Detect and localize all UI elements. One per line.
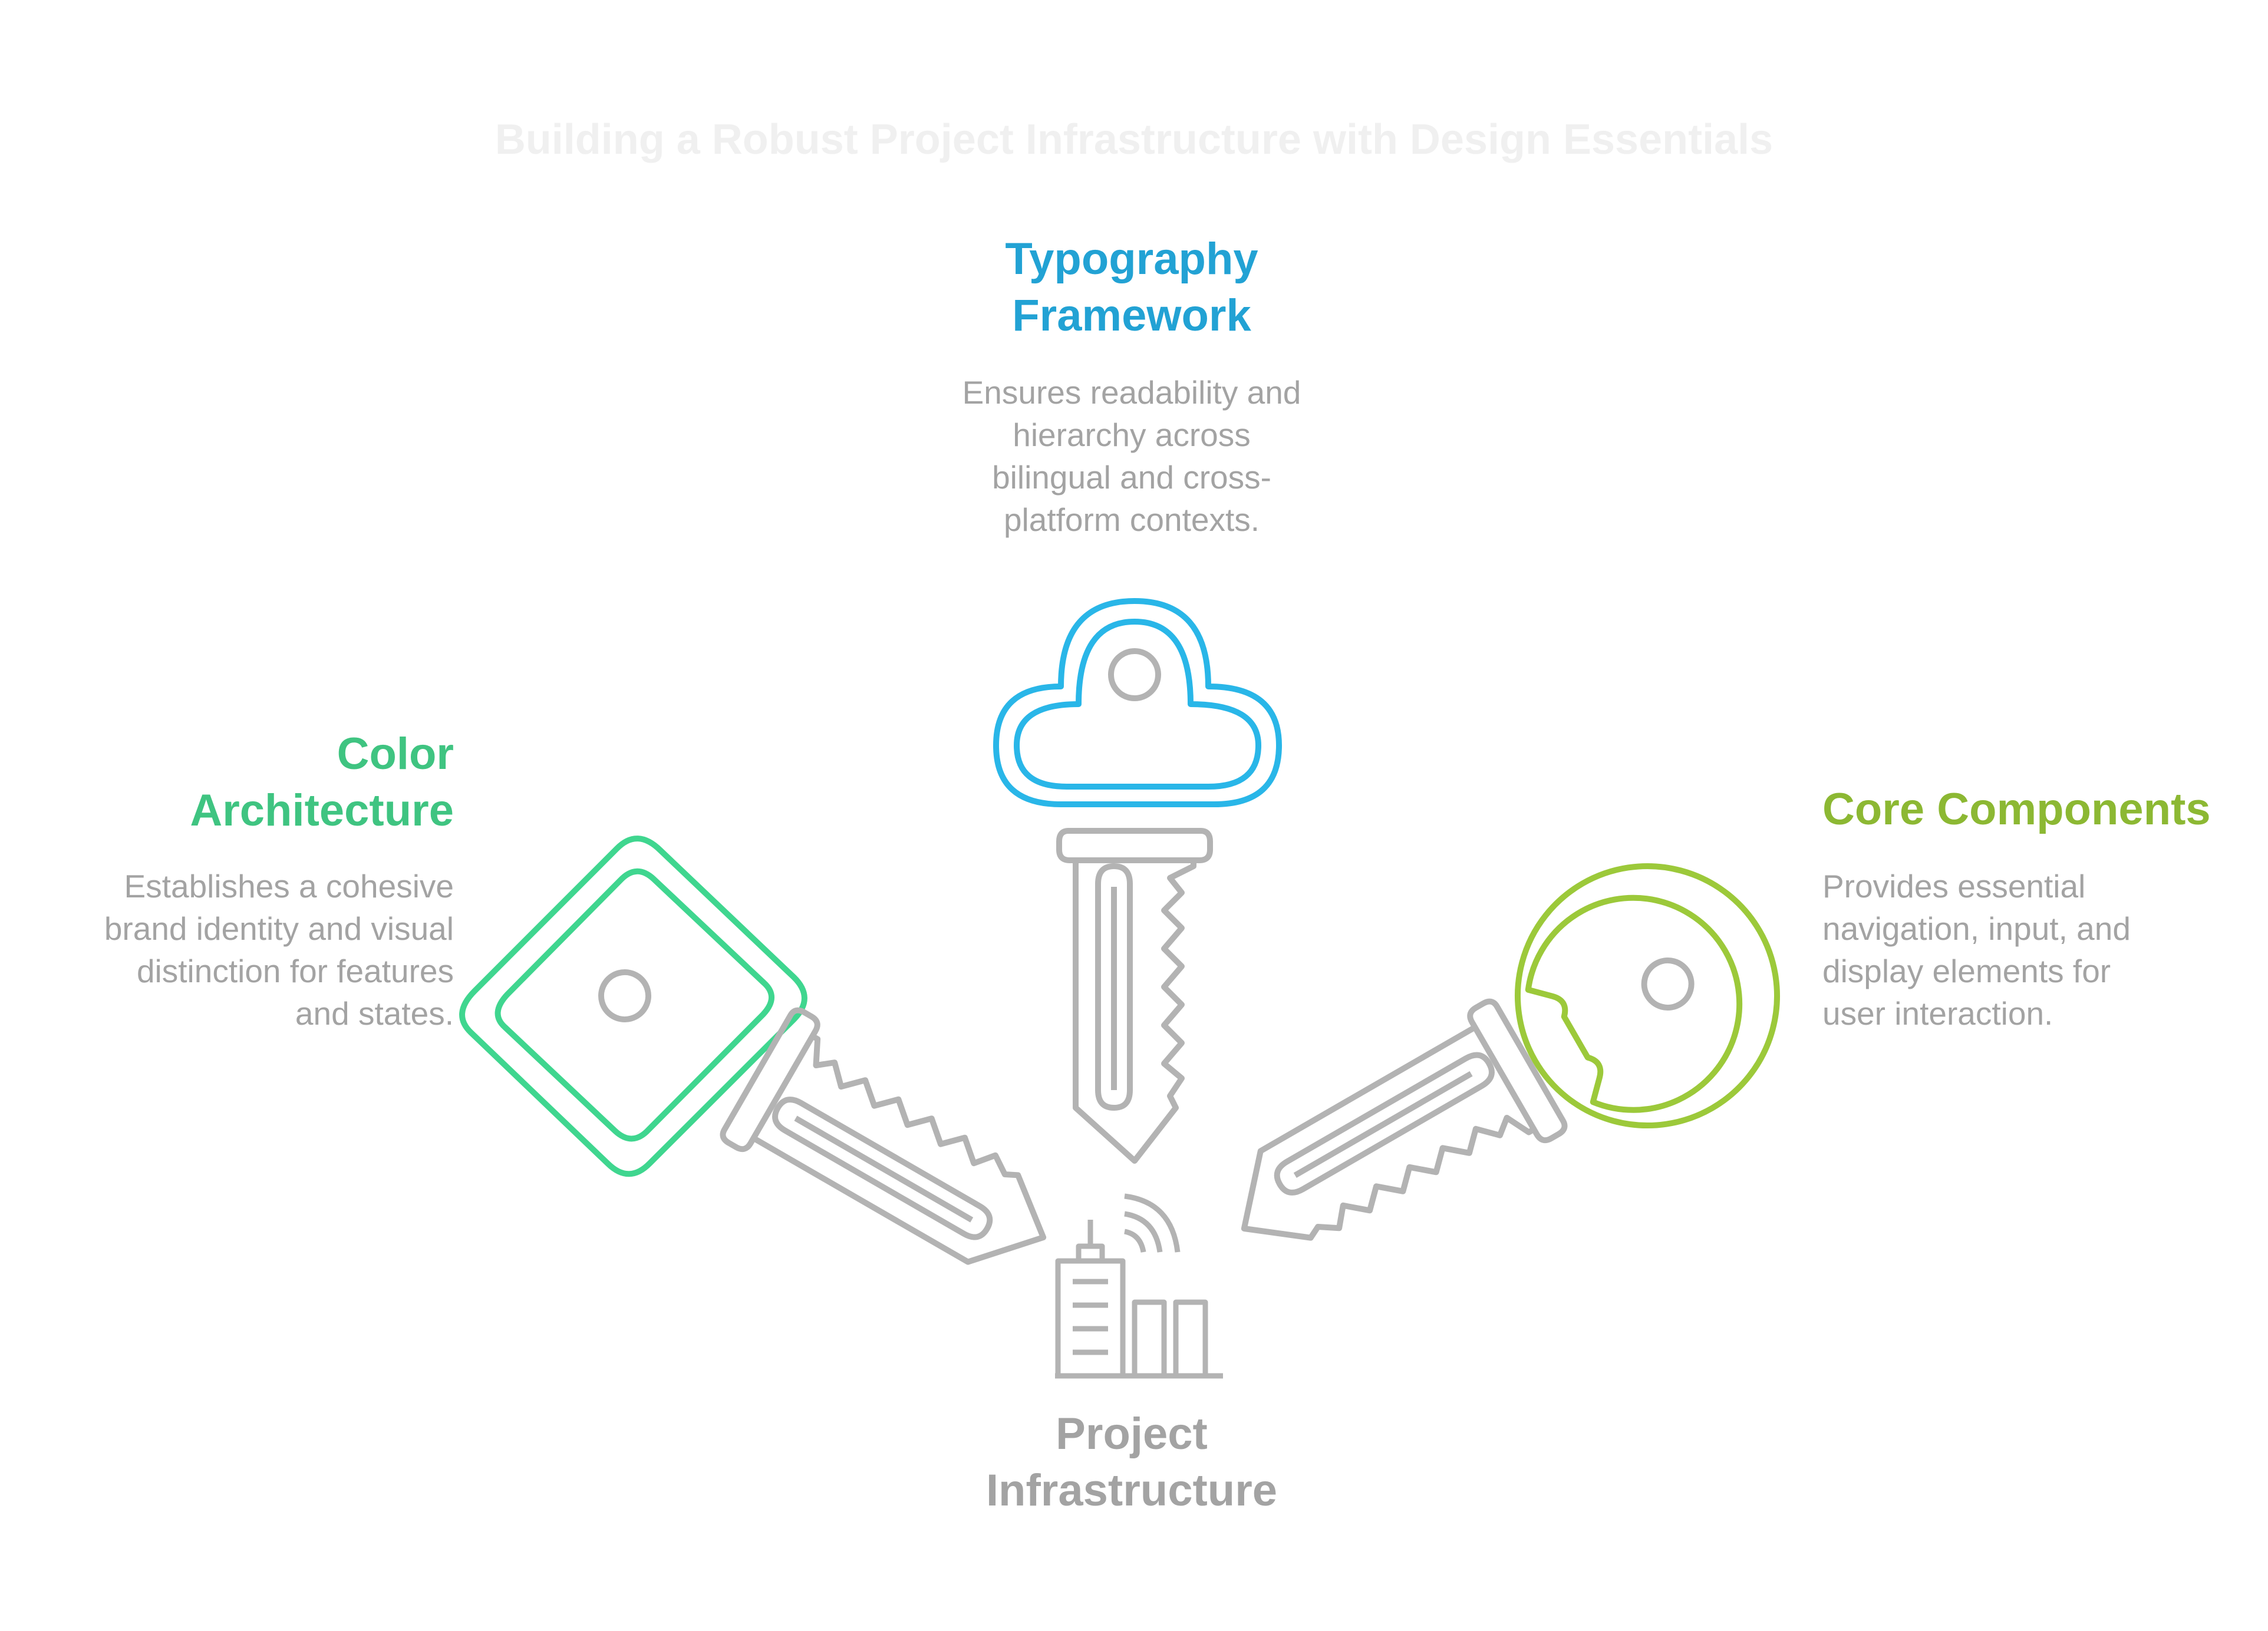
core-heading: Core Components <box>1822 784 2211 834</box>
color-description: Establishes a cohesive brand identity an… <box>104 868 454 1032</box>
cloud-key-icon <box>993 598 1282 1161</box>
core-description: Provides essential navigation, input, an… <box>1822 868 2131 1032</box>
typography-heading: Typography Framework <box>1005 234 1258 341</box>
diamond-key-icon <box>459 836 1130 1396</box>
page-title: Building a Robust Project Infrastructure… <box>495 116 1773 163</box>
typography-description: Ensures readability and hierarchy across… <box>962 374 1301 538</box>
color-heading: Color Architecture <box>190 729 454 836</box>
center-label: Project Infrastructure <box>985 1409 1278 1516</box>
city-buildings-icon <box>1055 1193 1223 1379</box>
round-key-icon <box>1179 863 1780 1341</box>
